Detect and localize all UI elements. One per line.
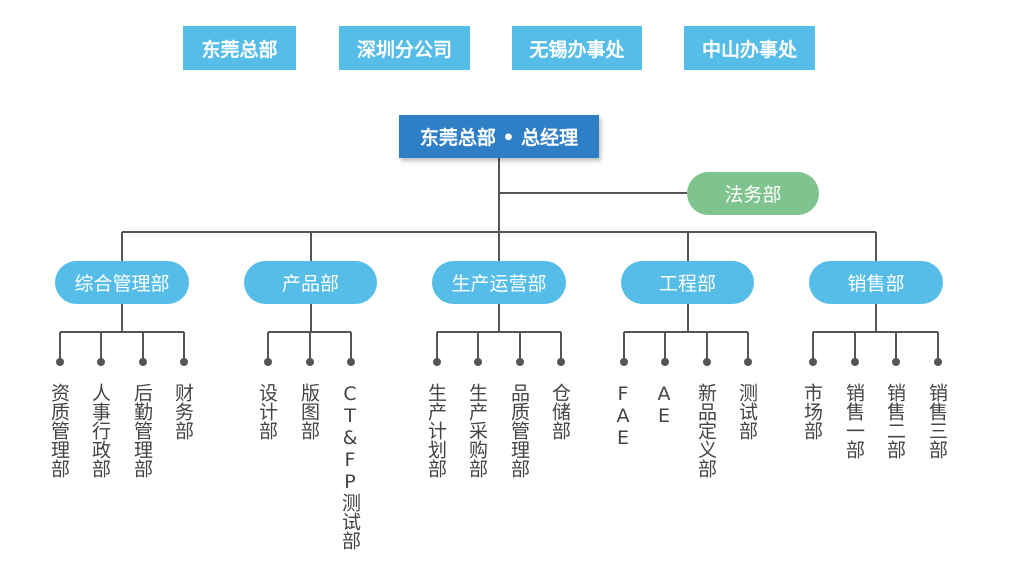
dept-node-product: 产品部 bbox=[244, 261, 377, 304]
sub-dept-label: 后勤管理部 bbox=[131, 383, 153, 478]
legal-dept-node: 法务部 bbox=[687, 172, 819, 215]
sub-dept-label: 新品定义部 bbox=[695, 383, 717, 478]
sub-dept-label: 测试部 bbox=[736, 383, 758, 440]
sub-dept-label: 生产采购部 bbox=[466, 383, 488, 478]
sub-dept-label: 生产计划部 bbox=[425, 383, 447, 478]
office-tab-wuxi[interactable]: 无锡办事处 bbox=[512, 26, 642, 70]
office-tab-zhongshan[interactable]: 中山办事处 bbox=[684, 26, 815, 70]
sub-dept-label: 市场部 bbox=[801, 383, 823, 440]
sub-dept-label: 人事行政部 bbox=[89, 383, 111, 478]
sub-dept-label: 设计部 bbox=[256, 383, 278, 440]
sub-dept-label: AE bbox=[653, 383, 675, 427]
dept-node-engineering: 工程部 bbox=[621, 261, 754, 304]
office-tab-shenzhen[interactable]: 深圳分公司 bbox=[339, 26, 470, 70]
sub-dept-label: 版图部 bbox=[298, 383, 320, 440]
sub-dept-label: FAE bbox=[612, 383, 634, 449]
sub-dept-label: 财务部 bbox=[172, 383, 194, 440]
general-manager-box: 东莞总部 • 总经理 bbox=[399, 115, 599, 158]
sub-dept-label: 品质管理部 bbox=[508, 383, 530, 478]
sub-dept-label: 销售一部 bbox=[843, 383, 865, 459]
sub-dept-label: 仓储部 bbox=[549, 383, 571, 440]
sub-dept-label: CT&FP测试部 bbox=[339, 383, 361, 550]
office-tab-dongguan[interactable]: 东莞总部 bbox=[183, 26, 296, 70]
dept-node-sales: 销售部 bbox=[809, 261, 943, 304]
sub-dept-label: 销售二部 bbox=[884, 383, 906, 459]
sub-dept-label: 资质管理部 bbox=[48, 383, 70, 478]
dept-node-production-ops: 生产运营部 bbox=[432, 261, 566, 304]
dept-node-general-admin: 综合管理部 bbox=[55, 261, 189, 304]
sub-dept-label: 销售三部 bbox=[926, 383, 948, 459]
